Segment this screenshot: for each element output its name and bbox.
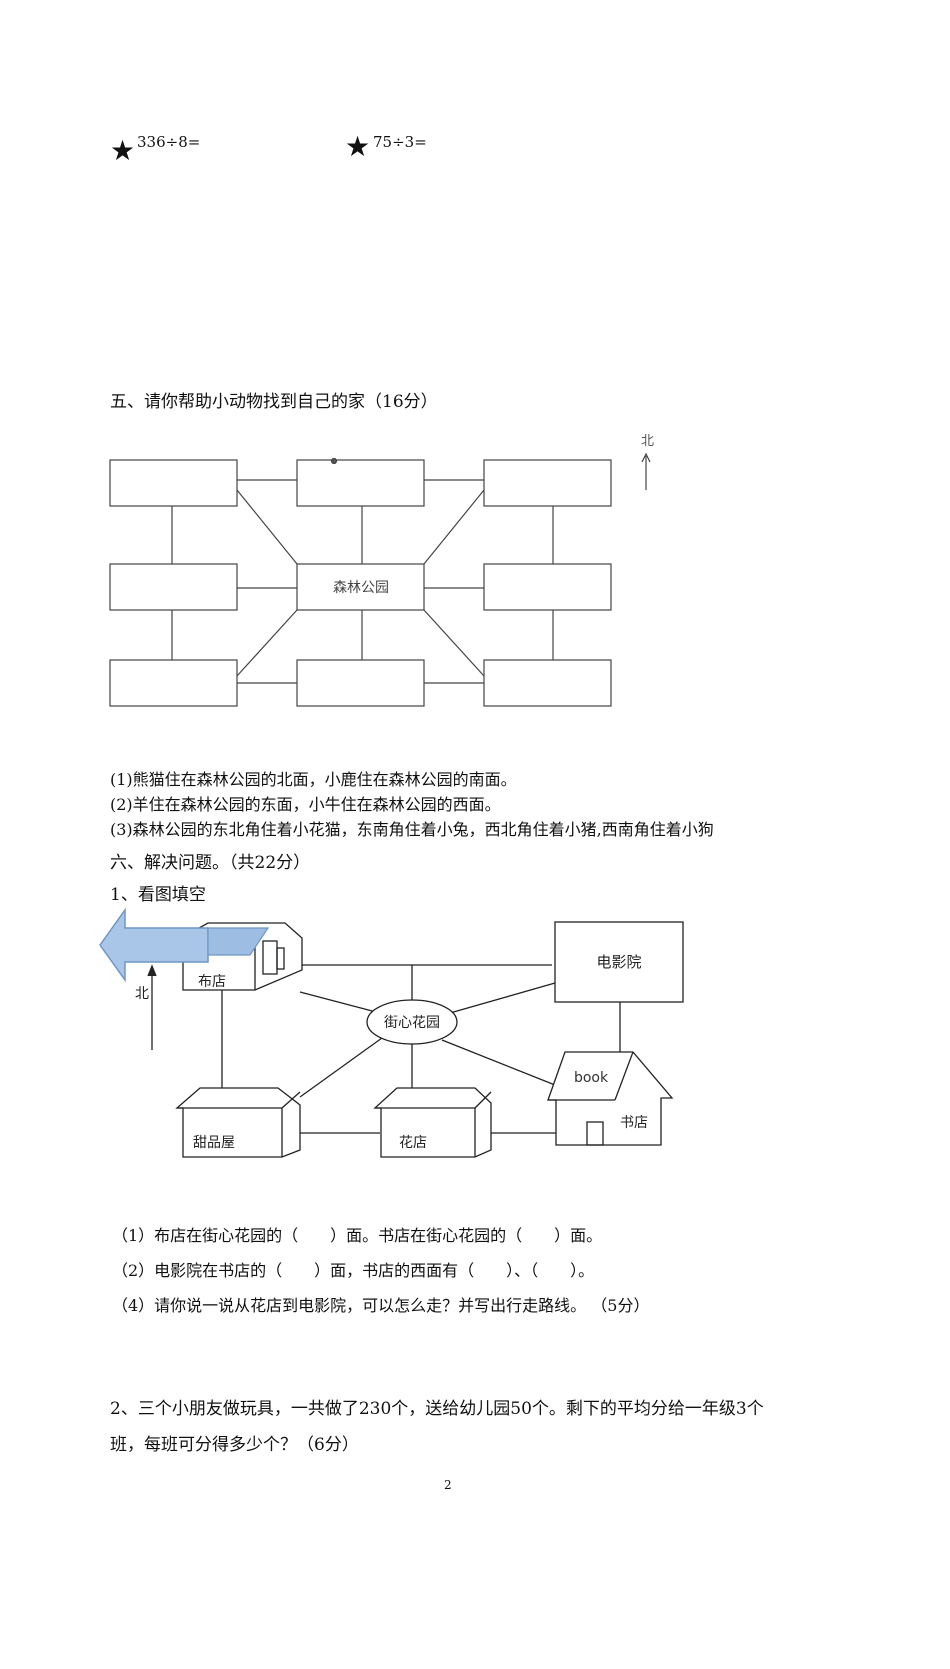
center-label: 森林公园 — [333, 580, 389, 596]
q1-item-4: （4）请你说一说从花店到电影院，可以怎么走？并写出行走路线。 （5分） — [112, 1296, 650, 1315]
map-box-south — [296, 659, 425, 707]
calc-problem-2: 75÷3= — [373, 133, 427, 151]
section5-title: 五、请你帮助小动物找到自己的家（16分） — [110, 392, 438, 412]
page-number: 2 — [444, 1478, 452, 1492]
star-icon: ★ — [110, 134, 136, 167]
calc-problem-1: 336÷8= — [137, 133, 201, 151]
q1-item-1: （1）布店在街心花园的（ ）面。书店在街心花园的（ ）面。 — [112, 1226, 603, 1245]
map-box-west — [109, 563, 238, 611]
q2-line-2: 班，每班可分得多少个？（6分） — [110, 1435, 359, 1455]
north-label: 北 — [641, 434, 654, 449]
book-sign: book — [574, 1070, 609, 1086]
section6-title: 六、解决问题。（共22分） — [110, 853, 311, 873]
q2-line-1: 2、三个小朋友做玩具，一共做了230个，送给幼儿园50个。剩下的平均分给一年级3… — [110, 1399, 764, 1419]
q1-item-2: （2）电影院在书店的（ ）面，书店的西面有（ ）、（ ）。 — [112, 1261, 595, 1280]
map-box-north — [296, 459, 425, 507]
cinema-label: 电影院 — [596, 953, 641, 971]
cloth-shop-label: 布店 — [198, 974, 226, 990]
clue-3: (3)森林公园的东北角住着小花猫，东南角住着小兔，西北角住着小猪,西南角住着小狗 — [110, 820, 714, 839]
north-label-2: 北 — [135, 986, 149, 1002]
flower-shop-label: 花店 — [399, 1135, 427, 1151]
garden-label: 街心花园 — [384, 1015, 440, 1031]
map-box-southeast — [483, 659, 612, 707]
map-box-northeast — [483, 459, 612, 507]
forest-map — [109, 452, 651, 707]
map-box-center — [296, 563, 425, 611]
q1-title: 1、看图填空 — [110, 885, 206, 905]
map-box-southwest — [109, 659, 238, 707]
clue-2: (2)羊住在森林公园的东面，小牛住在森林公园的西面。 — [110, 795, 501, 814]
arrow-decoration — [99, 907, 270, 983]
bookstore-label: 书店 — [620, 1115, 648, 1131]
map-box-east — [483, 563, 612, 611]
dessert-shop-label: 甜品屋 — [193, 1135, 235, 1151]
clue-1: (1)熊猫住在森林公园的北面，小鹿住在森林公园的南面。 — [110, 770, 517, 789]
map-box-northwest — [109, 459, 238, 507]
star-icon: ★ — [345, 130, 371, 163]
street-map — [147, 921, 684, 1158]
